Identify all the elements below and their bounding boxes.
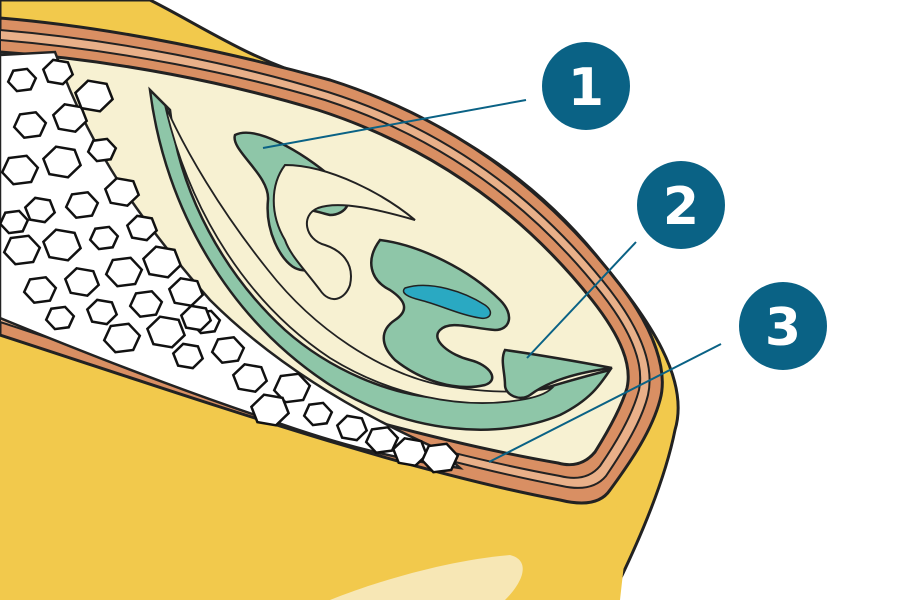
tissue-cell bbox=[210, 335, 246, 365]
tissue-cell bbox=[335, 414, 369, 442]
tissue-cell bbox=[41, 58, 75, 86]
tissue-cell bbox=[249, 393, 291, 427]
tissue-cell bbox=[2, 234, 42, 266]
leader-line-1 bbox=[262, 99, 527, 149]
tissue-cell bbox=[12, 110, 48, 140]
tissue-cell bbox=[44, 305, 76, 331]
embryo-mid-lobe bbox=[272, 163, 416, 300]
embryo-radicle-tip bbox=[501, 348, 613, 400]
embryo-blue-core bbox=[402, 284, 492, 320]
cellular-tissue bbox=[0, 50, 464, 474]
tissue-cell bbox=[364, 425, 400, 455]
tissue-cell bbox=[23, 196, 57, 224]
tissue-cell bbox=[41, 145, 83, 179]
tissue-cell bbox=[63, 266, 101, 298]
leader-lines bbox=[262, 99, 722, 463]
embryo-inner-curve bbox=[164, 104, 555, 404]
tissue-cell bbox=[88, 225, 120, 251]
tissue-cell bbox=[102, 322, 142, 354]
tissue-cell bbox=[302, 401, 334, 427]
tissue-cell bbox=[0, 209, 30, 235]
tissue-cell bbox=[125, 214, 159, 242]
lower-yellow-region bbox=[0, 330, 630, 600]
callout-circle-3 bbox=[739, 282, 827, 370]
callout-badge-2: 2 bbox=[637, 161, 725, 249]
tissue-cells bbox=[0, 58, 460, 474]
tissue-cell bbox=[145, 315, 187, 349]
leader-line-2 bbox=[526, 241, 637, 359]
callout-label-1: 1 bbox=[568, 58, 604, 118]
tissue-cell bbox=[104, 256, 144, 288]
tissue-cell bbox=[272, 372, 312, 404]
callout-label-2: 2 bbox=[663, 177, 699, 237]
kernel-highlight bbox=[330, 555, 523, 600]
tissue-cell bbox=[22, 275, 58, 305]
tissue-cell bbox=[141, 245, 183, 279]
callout-badge-3: 3 bbox=[739, 282, 827, 370]
leader-line-3 bbox=[488, 343, 722, 463]
tissue-cell bbox=[41, 228, 83, 262]
tissue-cell bbox=[73, 79, 115, 113]
tissue-cell bbox=[231, 362, 269, 394]
tissue-cell bbox=[420, 442, 460, 474]
tissue-cell bbox=[103, 176, 141, 208]
callout-badge-1: 1 bbox=[542, 42, 630, 130]
callout-label-3: 3 bbox=[765, 298, 801, 358]
tissue-cell bbox=[179, 304, 213, 332]
embryo bbox=[148, 86, 613, 431]
embryo-plumule-s-shape bbox=[370, 238, 511, 389]
tissue-cell bbox=[85, 298, 119, 326]
tissue-cell bbox=[391, 436, 429, 468]
tissue-cell bbox=[6, 67, 38, 93]
callout-circle-2 bbox=[637, 161, 725, 249]
embryo-outer-curve bbox=[148, 86, 613, 431]
tissue-cell bbox=[128, 289, 164, 319]
tissue-cell bbox=[0, 154, 40, 186]
tissue-cell bbox=[64, 190, 100, 220]
callout-circle-1 bbox=[542, 42, 630, 130]
tissue-cell bbox=[171, 342, 205, 370]
tissue-cell bbox=[86, 137, 118, 163]
